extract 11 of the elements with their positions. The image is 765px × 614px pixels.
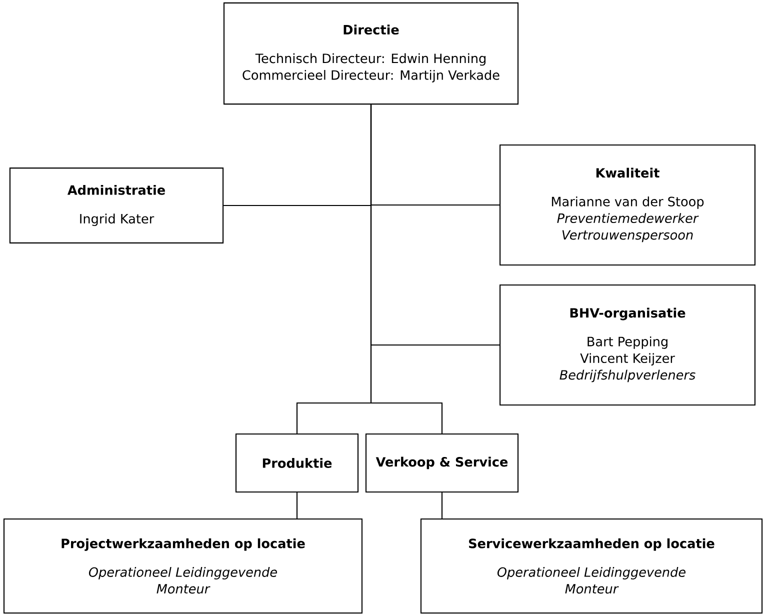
org-box: Servicewerkzaamheden op locatie Operationeel Leidinggevende Monteur bbox=[420, 518, 763, 614]
org-box: Verkoop & Service bbox=[365, 433, 519, 493]
org-box: Kwaliteit Marianne van der Stoop Preventiemedewerker Vertrouwenspersoon bbox=[500, 144, 756, 266]
org-box: Produktie bbox=[235, 433, 359, 493]
connector-line bbox=[441, 492, 443, 518]
connector-line bbox=[370, 104, 443, 434]
org-box: Directie Technisch Directeur: Edwin Henning Commercieel Directeur: Martijn Verkade bbox=[223, 2, 519, 105]
connector-line bbox=[296, 492, 298, 518]
org-box: Projectwerkzaamheden op locatie Operationeel Leidinggevende Monteur bbox=[3, 518, 363, 614]
org-box: BHV-organisatie Bart Pepping Vincent Keijzer Bedrijfshulpverleners bbox=[500, 284, 756, 406]
org-box: Administratie Ingrid Kater bbox=[9, 168, 224, 244]
